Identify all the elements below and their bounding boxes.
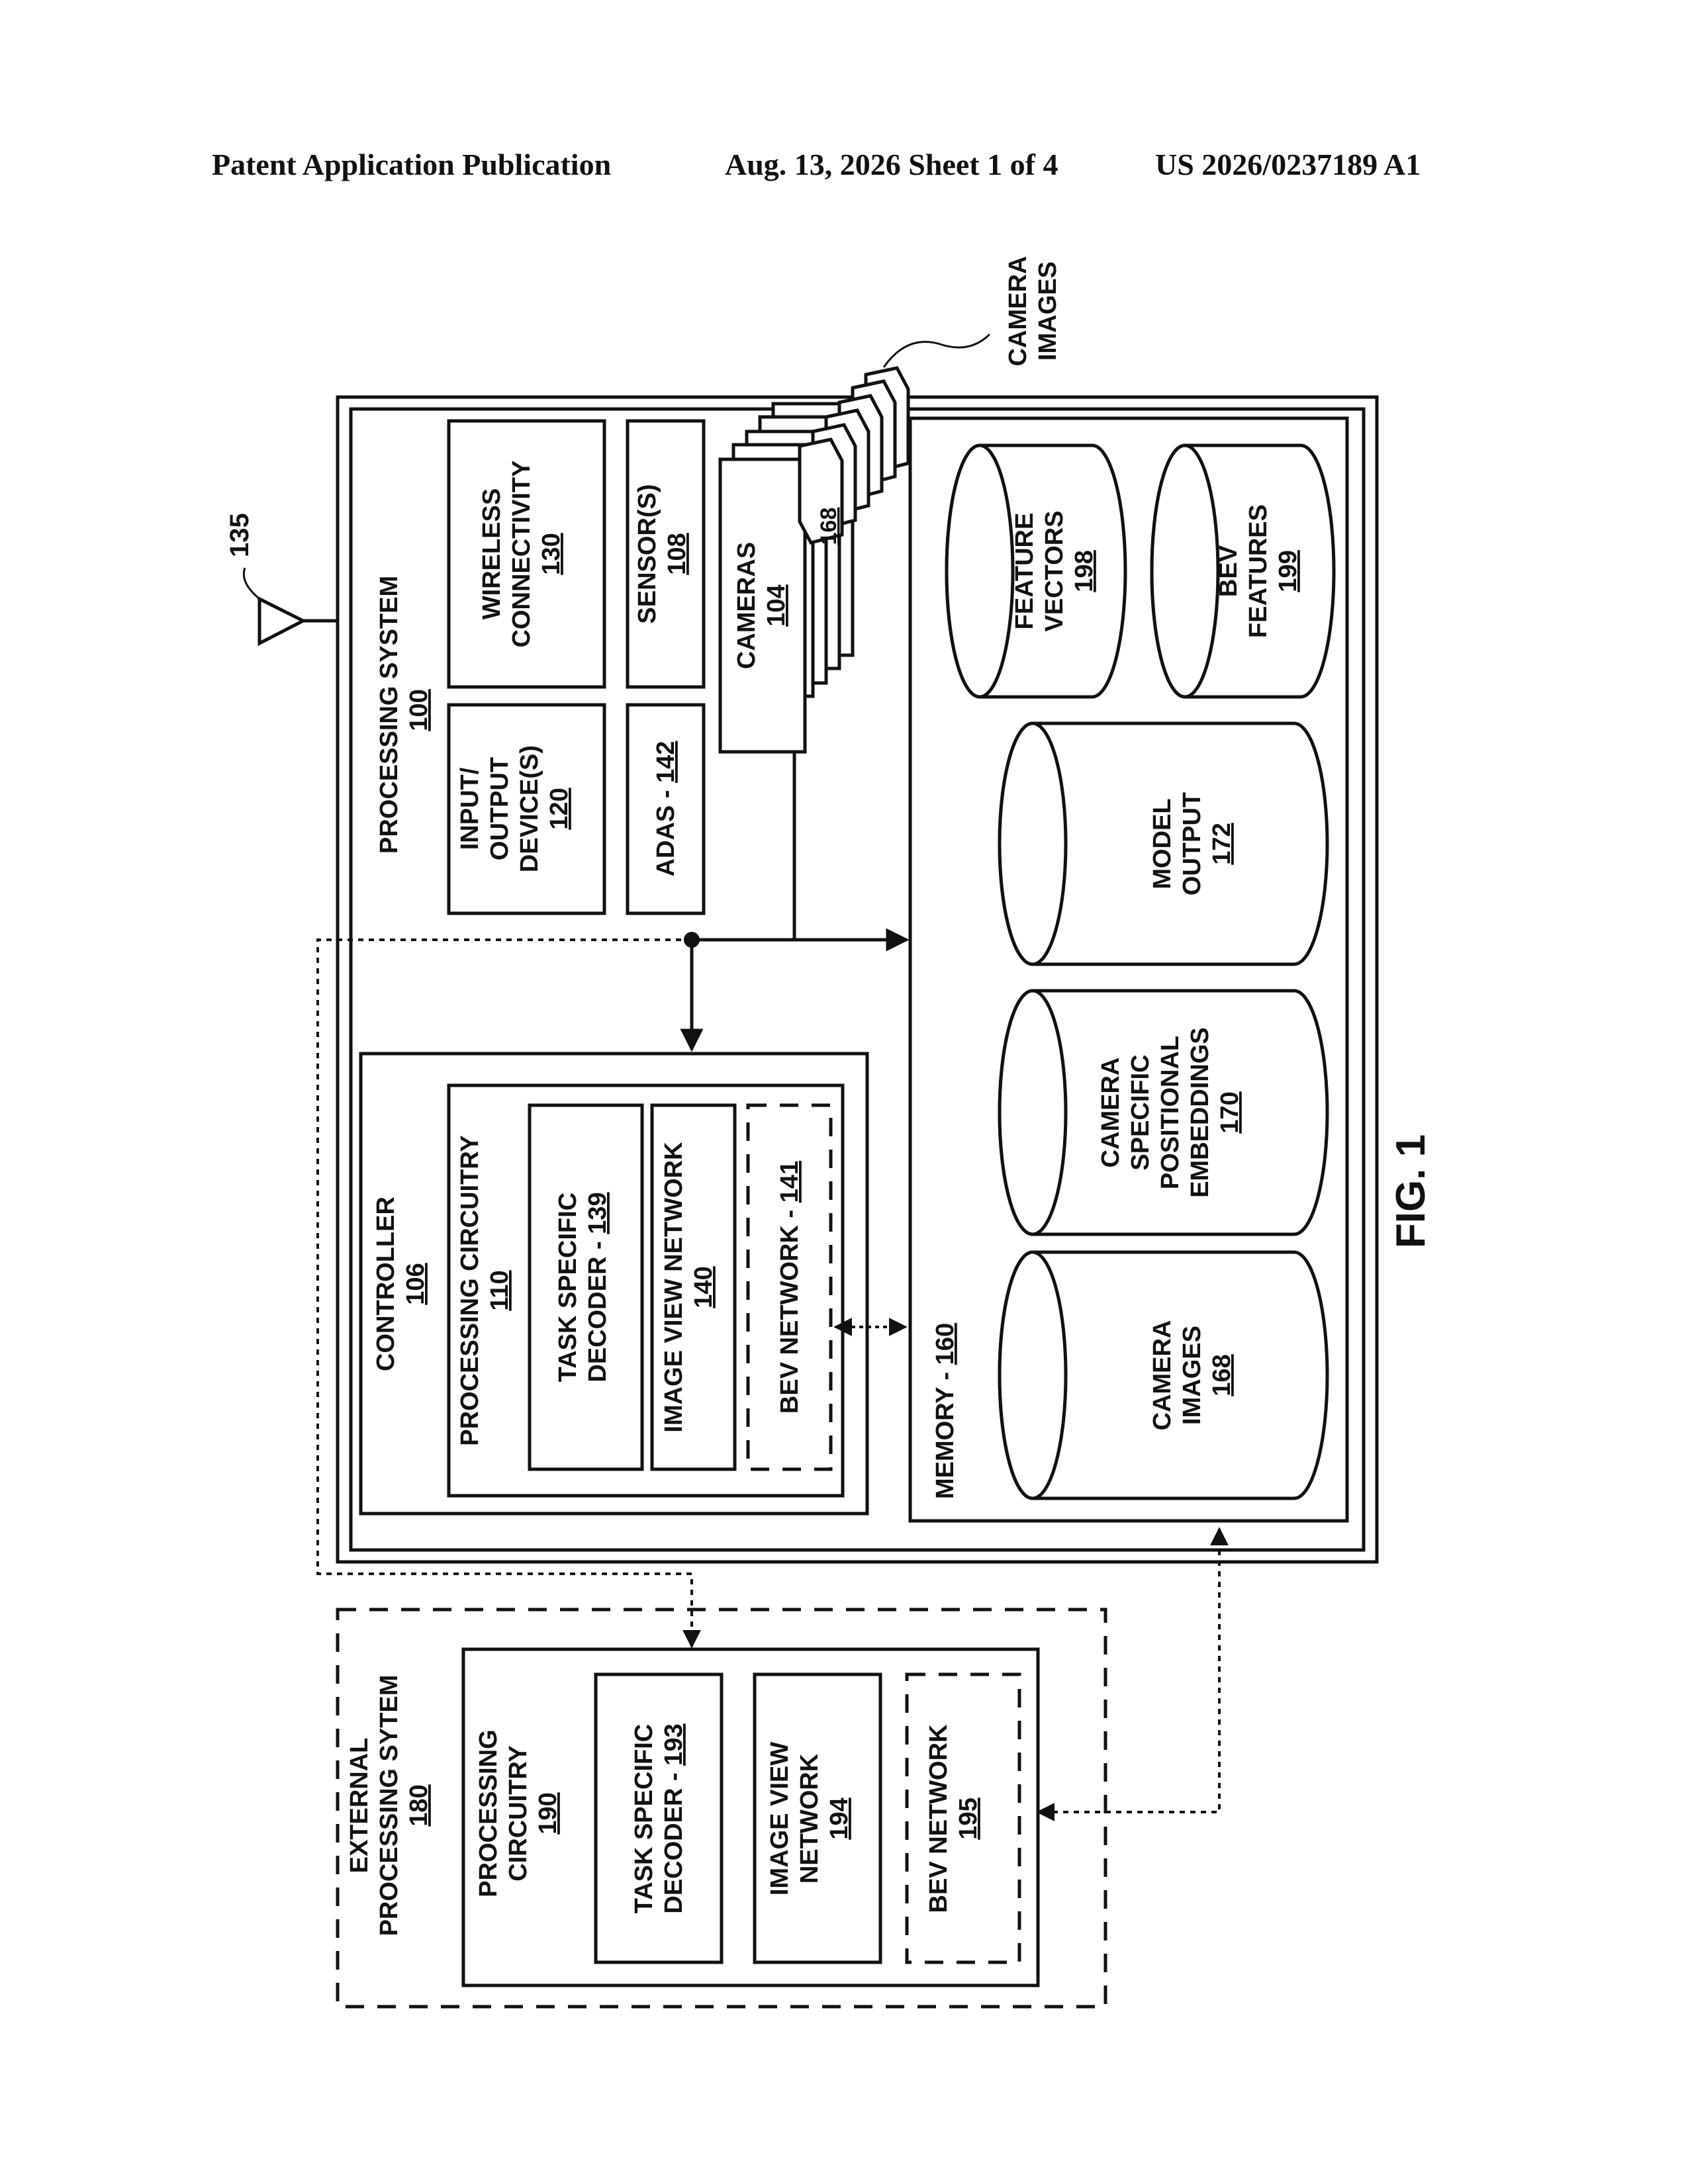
antenna-icon — [244, 568, 338, 643]
image-view-network-label: IMAGE VIEW NETWORK — [660, 1142, 688, 1433]
controller-ref: 106 — [402, 1263, 430, 1304]
task-decoder-line2: DECODER - 139 — [584, 1192, 612, 1382]
sensors-ref: 108 — [663, 533, 691, 574]
ext-task-decoder-ref: 193 — [660, 1723, 688, 1765]
model-output-ref: 172 — [1208, 823, 1236, 864]
cameras-ref: 104 — [763, 584, 790, 626]
camera-image-ref: 168 — [816, 508, 841, 545]
io-line1: INPUT/ — [456, 767, 484, 850]
ext-circuitry-ref: 190 — [534, 1792, 562, 1834]
ext-bev-label: BEV NETWORK — [925, 1724, 953, 1913]
ext-bev-ref: 195 — [955, 1797, 982, 1839]
callout-line1: CAMERA — [1004, 256, 1032, 367]
processing-system-title: PROCESSING SYSTEM — [375, 576, 403, 854]
processing-circuitry-title: PROCESSING CIRCUITRY — [456, 1135, 484, 1445]
feature-vectors-line1: FEATURE — [1011, 513, 1039, 630]
adas-label: ADAS - 142 — [652, 741, 680, 877]
bev-network-ref: 141 — [776, 1161, 804, 1203]
system-external-dotted — [1038, 1529, 1219, 1812]
camera-images-store-line1: CAMERA — [1149, 1320, 1176, 1431]
external-line2: PROCESSING SYTEM — [375, 1675, 403, 1936]
antenna-ref: 135 — [225, 513, 254, 557]
memory-ref: 160 — [931, 1323, 959, 1365]
camera-images-store-ref: 168 — [1208, 1354, 1236, 1396]
controller-title: CONTROLLER — [372, 1197, 400, 1371]
image-view-network-ref: 140 — [690, 1266, 718, 1308]
model-output-line1: MODEL — [1149, 798, 1176, 889]
external-ref: 180 — [405, 1784, 433, 1826]
adas-ref: 142 — [652, 741, 680, 783]
memory-label: MEMORY - 160 — [931, 1323, 959, 1499]
figure-label: FIG. 1 — [1388, 1134, 1434, 1248]
ext-image-view-ref: 194 — [825, 1797, 853, 1839]
io-line2: OUTPUT — [486, 757, 514, 860]
wireless-ref: 130 — [538, 533, 565, 574]
bev-network-label: BEV NETWORK - 141 — [776, 1161, 804, 1414]
feature-vectors-line2: VECTORS — [1041, 510, 1068, 631]
bev-features-line1: BEV — [1215, 545, 1243, 597]
positional-embeddings-line3: POSITIONAL — [1156, 1036, 1184, 1189]
positional-embeddings-ref: 170 — [1216, 1091, 1244, 1133]
external-line1: EXTERNAL — [346, 1738, 373, 1874]
positional-embeddings-line2: SPECIFIC — [1127, 1054, 1154, 1170]
ext-task-decoder-line1: TASK SPECIFIC — [630, 1724, 658, 1913]
positional-embeddings-line4: EMBEDDINGS — [1186, 1027, 1214, 1198]
positional-embeddings-line1: CAMERA — [1097, 1058, 1125, 1168]
io-line3: DEVICE(S) — [516, 745, 543, 872]
task-decoder-ref: 139 — [584, 1192, 612, 1234]
camera-images-callout-line — [884, 334, 990, 367]
processing-system-ref: 100 — [405, 689, 433, 731]
cameras-label: CAMERAS — [733, 542, 761, 669]
sensors-label: SENSOR(S) — [633, 484, 661, 623]
processing-circuitry-ref: 110 — [486, 1270, 514, 1310]
camera-images-store-line2: IMAGES — [1178, 1326, 1206, 1425]
ext-image-view-line1: IMAGE VIEW — [766, 1742, 794, 1895]
io-ref: 120 — [545, 788, 573, 829]
ext-circuitry-line1: PROCESSING — [475, 1729, 502, 1897]
ext-task-decoder-line2: DECODER - 193 — [660, 1723, 688, 1913]
wireless-line1: WIRELESS — [478, 488, 506, 619]
callout-line2: IMAGES — [1034, 261, 1062, 361]
wireless-line2: CONNECTIVITY — [508, 461, 536, 648]
model-output-line2: OUTPUT — [1178, 792, 1206, 895]
ext-image-view-line2: NETWORK — [796, 1753, 823, 1884]
feature-vectors-ref: 198 — [1070, 550, 1098, 592]
bev-features-ref: 199 — [1274, 550, 1302, 592]
ext-circuitry-line2: CIRCUITRY — [504, 1745, 532, 1881]
bev-features-line2: FEATURES — [1244, 504, 1272, 638]
bev-features-cylinder — [1152, 445, 1334, 697]
ext-task-decoder-box — [596, 1674, 722, 1962]
task-decoder-line1: TASK SPECIFIC — [554, 1193, 582, 1382]
